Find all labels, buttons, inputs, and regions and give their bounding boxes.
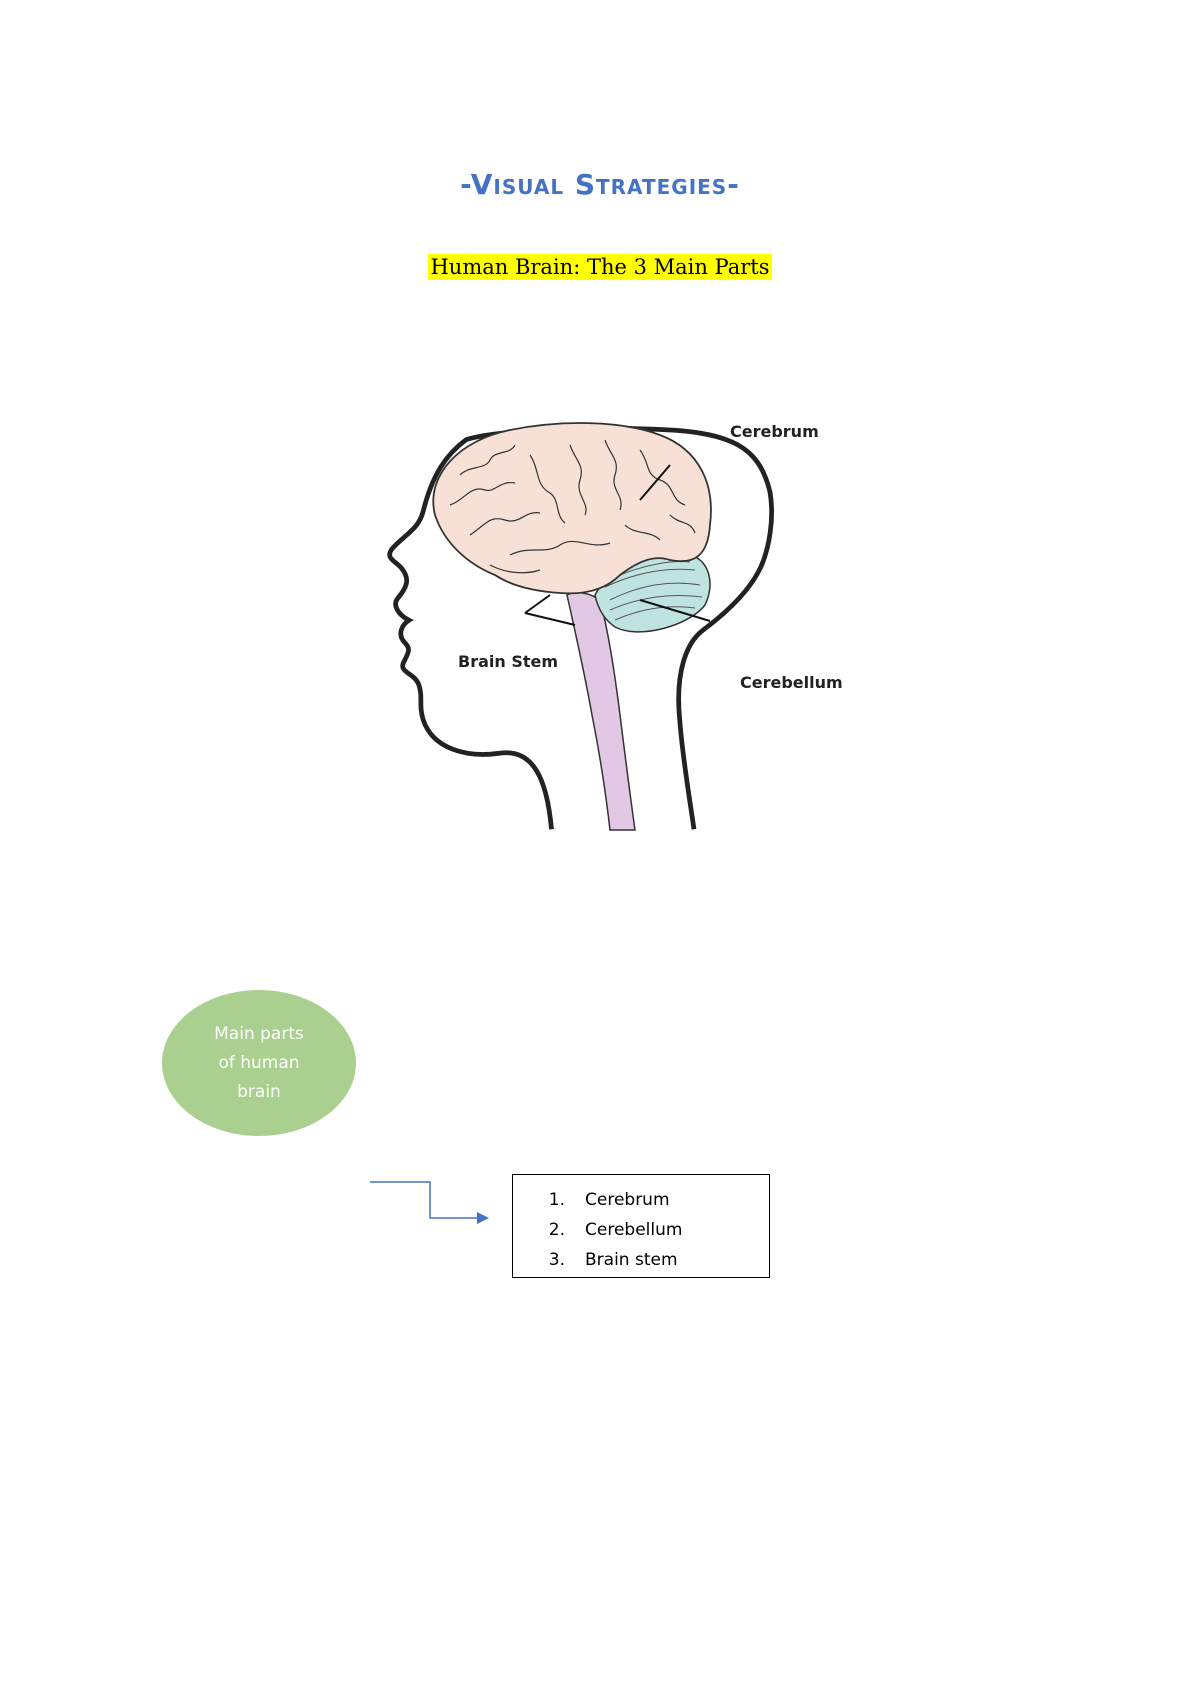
cerebellum-folds: [604, 561, 703, 621]
parts-list: 1. Cerebrum 2. Cerebellum 3. Brain stem: [513, 1175, 769, 1275]
list-item: 2. Cerebellum: [548, 1220, 683, 1240]
list-item: 3. Brain stem: [548, 1250, 678, 1270]
subtitle-block: Human Brain: The 3 Main Parts: [0, 254, 1200, 280]
brain-diagram: Cerebrum Brain Stem Cerebellum: [387, 422, 843, 831]
cerebrum-shape: [432, 422, 712, 595]
list-item: 1. Cerebrum: [548, 1190, 670, 1210]
brain-stem-label: Brain Stem: [458, 652, 558, 671]
parts-list-box: 1. Cerebrum 2. Cerebellum 3. Brain stem: [512, 1174, 770, 1278]
brain-stem-leader-2: [524, 612, 576, 626]
cerebrum-folds: [449, 439, 696, 574]
cerebellum-label: Cerebellum: [740, 673, 843, 692]
oval-text: Main parts of human brain: [214, 1023, 304, 1102]
page-title: -Visual Strategies-: [460, 168, 740, 201]
main-parts-oval: Main parts of human brain: [162, 990, 356, 1136]
subtitle: Human Brain: The 3 Main Parts: [428, 254, 772, 280]
cerebrum-label: Cerebrum: [730, 422, 819, 441]
brain-stem-leader-1: [524, 594, 551, 614]
connector-arrow: [370, 1181, 489, 1224]
head-outline: [387, 426, 774, 830]
cerebellum-leader: [639, 599, 711, 622]
arrow-head-icon: [477, 1212, 489, 1224]
cerebrum-leader: [639, 464, 671, 501]
